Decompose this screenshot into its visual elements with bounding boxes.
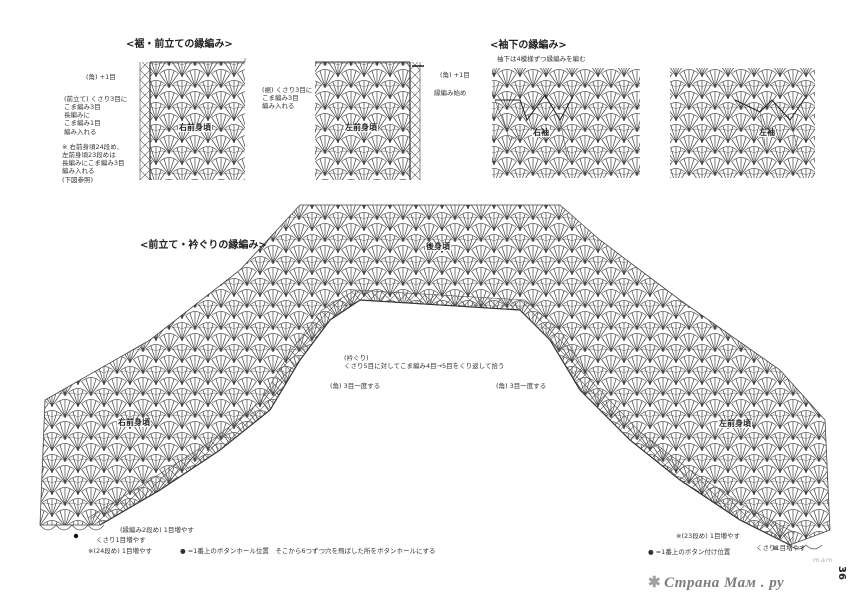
neckline-note: (衿ぐり) くさり5目に対してこま編み4目→5目をくり返して拾う	[344, 354, 505, 371]
page-number: 36	[836, 566, 847, 580]
back-body-label: 後身頃	[425, 242, 451, 251]
sleeve-chart-left	[670, 68, 815, 178]
hem-chart-right	[139, 58, 246, 180]
right-bottom-increase-note: くさり1目増やす	[756, 544, 806, 552]
right-front-body-label: 右前身頃	[117, 418, 151, 427]
star-icon: ✱	[648, 575, 662, 591]
row24-note: ※(24段め) 1目増やす	[88, 547, 152, 555]
hem-left-front-label: 左前身頃	[344, 123, 378, 132]
sleeve-chart-right	[492, 68, 640, 178]
chain-increase-note: くさり1目増やす	[96, 536, 146, 544]
corner-right-note: (角) 3目一度する	[496, 382, 547, 390]
hem-left-hem-note: (裾) くさり3目に こま編み3目 編み入れる	[262, 86, 313, 111]
border-row2-note: (縁編み2段め) 1目増やす	[120, 526, 194, 534]
corner-left-note: (角) 3目一度する	[330, 382, 381, 390]
right-sleeve-label: 右袖	[532, 128, 550, 137]
watermark-text: Страна Мам . ру	[664, 575, 785, 591]
hem-left-corner-note: (角) +1目	[440, 71, 470, 79]
hem-asterisk-note: ※ 右前身頃24段め、 左前身頃23段めは 長編みにこま編み3目 編み入れる (…	[62, 143, 125, 184]
hem-border-title: <裾・前立ての縁編み>	[126, 39, 233, 50]
watermark: ✱Страна Мам . ру	[648, 576, 784, 591]
watermark-small: ｍａｍ	[813, 556, 833, 564]
hem-front-note: (前立て) くさり3目に こま編み3目 長編みに こま編み1目 編み入れる	[64, 95, 128, 136]
hem-chart-left	[315, 61, 424, 180]
left-sleeve-label: 左袖	[758, 128, 776, 137]
button-position-note: ● =1番上のボタン付け位置	[648, 548, 731, 556]
button-marker	[772, 545, 778, 551]
sleeve-border-title: <袖下の縁編み>	[490, 40, 567, 51]
left-front-body-label: 左前身頃	[718, 419, 752, 428]
sleeve-instruction: 袖下は4模様ずつ縁編みを編む	[497, 55, 586, 63]
buttonhole-position-note: ● =1番上のボタンホール位置 そこから6つずつ穴を飛ばした所をボタンホールにす…	[180, 547, 436, 555]
hem-corner-note: (角) +1目	[86, 73, 116, 81]
row23-note: ※(23段め) 1目増やす	[676, 532, 740, 540]
collar-border-title: <前立て・衿ぐりの縁編み>	[140, 240, 267, 251]
border-start-note: 縁編み始め	[434, 89, 467, 97]
collar-chart	[39, 204, 831, 551]
buttonhole-marker	[73, 533, 79, 539]
hem-right-front-label: 右前身頃	[178, 123, 212, 132]
